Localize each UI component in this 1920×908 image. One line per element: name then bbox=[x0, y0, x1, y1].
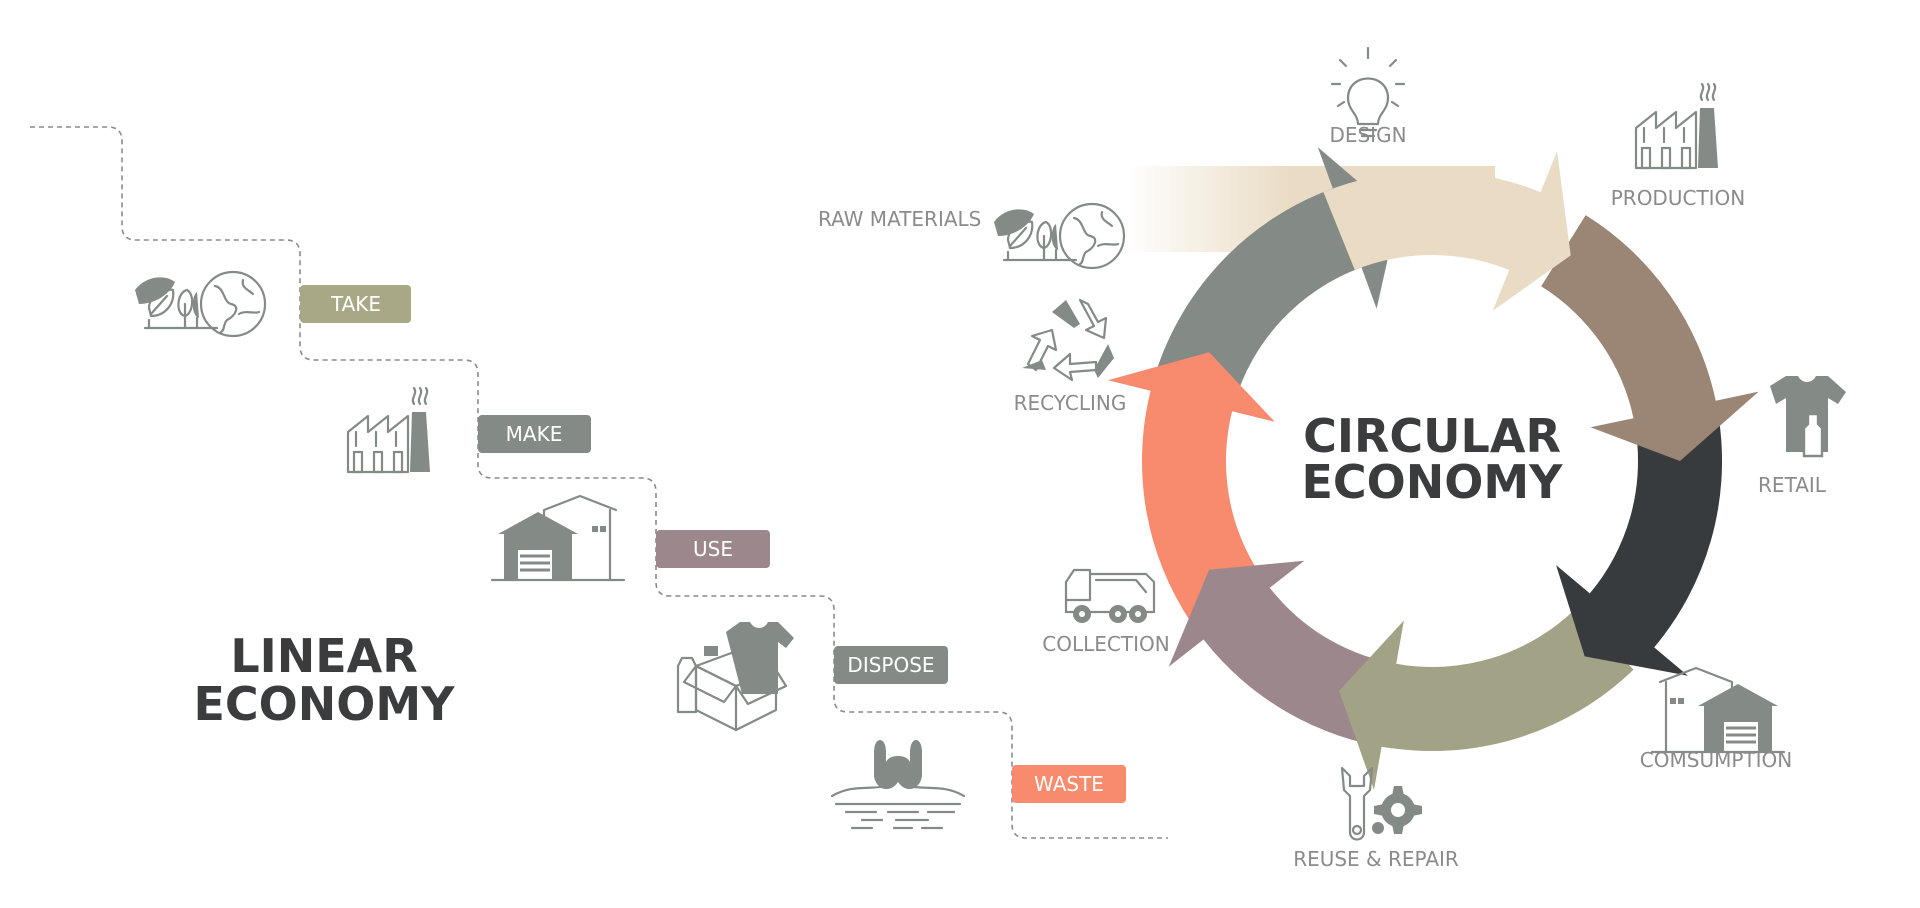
tag-take-label: TAKE bbox=[330, 292, 381, 316]
ring-arrow-collection bbox=[1107, 352, 1275, 624]
raw-materials-icon bbox=[992, 202, 1126, 270]
box-products-icon bbox=[676, 620, 796, 732]
ring-arrow-retail bbox=[1556, 420, 1723, 676]
circular-economy-section: CIRCULAR ECONOMY RAW MATERIALS DESIGN PR… bbox=[818, 46, 1846, 871]
recycle-icon bbox=[1022, 298, 1114, 382]
design-label: DESIGN bbox=[1329, 123, 1406, 147]
tag-dispose bbox=[834, 646, 948, 684]
reuse-repair-label: REUSE & REPAIR bbox=[1293, 847, 1459, 871]
ring-arrow-comsumption bbox=[1339, 609, 1634, 790]
step-make: MAKE bbox=[346, 386, 591, 474]
linear-title-line2: ECONOMY bbox=[194, 677, 456, 731]
factory-icon bbox=[1634, 82, 1720, 170]
raw-materials-entry: RAW MATERIALS bbox=[818, 202, 1126, 270]
tag-waste-label: WASTE bbox=[1034, 772, 1104, 796]
tag-dispose-label: DISPOSE bbox=[847, 653, 934, 677]
tag-use bbox=[656, 530, 770, 568]
tag-make-label: MAKE bbox=[506, 422, 563, 446]
linear-dashed-path bbox=[30, 126, 1168, 839]
retail-label: RETAIL bbox=[1758, 473, 1827, 497]
lightbulb-icon bbox=[1330, 46, 1406, 138]
linear-economy-section: TAKE MAKE USE DISPOSE WASTE LINEAR ECONO… bbox=[30, 126, 1168, 839]
tag-make bbox=[478, 415, 591, 453]
collection-label: COLLECTION bbox=[1042, 632, 1169, 656]
stage-production: PRODUCTION bbox=[1611, 82, 1746, 210]
stage-collection: COLLECTION bbox=[1042, 568, 1170, 656]
recycling-label: RECYCLING bbox=[1014, 391, 1127, 415]
warehouse-icon bbox=[1650, 666, 1786, 754]
stage-recycling: RECYCLING bbox=[1014, 298, 1127, 415]
step-take: TAKE bbox=[133, 270, 411, 338]
step-use: USE bbox=[490, 494, 770, 582]
tshirt-bottle-icon bbox=[1770, 376, 1846, 458]
wrench-gear-icon bbox=[1340, 766, 1422, 841]
raw-materials-label: RAW MATERIALS bbox=[818, 207, 981, 231]
warehouse-icon bbox=[490, 494, 626, 582]
tag-waste bbox=[1012, 765, 1126, 803]
circular-title-line2: ECONOMY bbox=[1302, 455, 1564, 509]
ring-arrow-design bbox=[1323, 151, 1571, 311]
comsumption-label: COMSUMPTION bbox=[1640, 748, 1792, 772]
production-label: PRODUCTION bbox=[1611, 186, 1746, 210]
step-waste: WASTE bbox=[830, 738, 1126, 830]
circular-ring bbox=[1107, 147, 1759, 790]
tag-use-label: USE bbox=[693, 537, 733, 561]
circular-title-line1: CIRCULAR bbox=[1303, 409, 1561, 463]
stage-retail: RETAIL bbox=[1758, 376, 1846, 497]
tag-take bbox=[300, 285, 411, 323]
plastic-bag-waste-icon bbox=[830, 738, 966, 830]
raw-materials-icon bbox=[133, 270, 267, 338]
stage-design: DESIGN bbox=[1329, 46, 1407, 147]
linear-title-line1: LINEAR bbox=[230, 629, 417, 683]
stage-reuse-repair: REUSE & REPAIR bbox=[1293, 766, 1459, 871]
truck-icon bbox=[1064, 568, 1156, 623]
stage-comsumption: COMSUMPTION bbox=[1640, 666, 1792, 772]
factory-icon bbox=[346, 386, 432, 474]
step-dispose: DISPOSE bbox=[676, 620, 948, 732]
ring-arrow-production bbox=[1541, 215, 1759, 461]
